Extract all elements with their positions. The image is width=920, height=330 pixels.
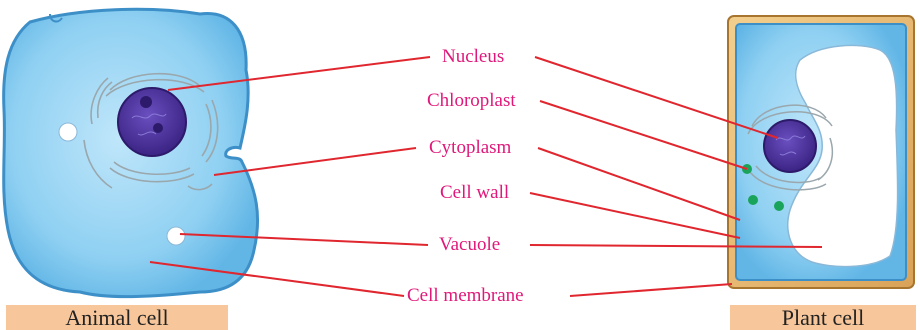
animal-nucleolus [153,123,163,133]
plant-nucleus [764,120,816,172]
label-cytoplasm: Cytoplasm [427,137,513,159]
leader-cytoplasm-plant [538,148,740,220]
label-cell-wall: Cell wall [438,182,511,204]
animal-nucleolus [140,96,152,108]
animal-cell-membrane [4,9,258,296]
caption-animal-cell: Animal cell [6,305,228,330]
animal-nucleus [118,88,186,156]
label-nucleus: Nucleus [440,46,506,68]
animal-vacuole [167,227,185,245]
animal-vacuole [59,123,77,141]
label-cell-membrane: Cell membrane [405,285,526,307]
label-chloroplast: Chloroplast [425,90,518,112]
caption-plant-cell: Plant cell [730,305,916,330]
leader-cytoplasm-animal [214,148,416,175]
leader-membrane-plant [570,284,732,296]
chloroplast-dot [774,201,784,211]
label-vacuole: Vacuole [437,234,502,256]
chloroplast-dot [748,195,758,205]
leader-cell-wall [530,193,740,238]
animal-cell [4,9,258,296]
